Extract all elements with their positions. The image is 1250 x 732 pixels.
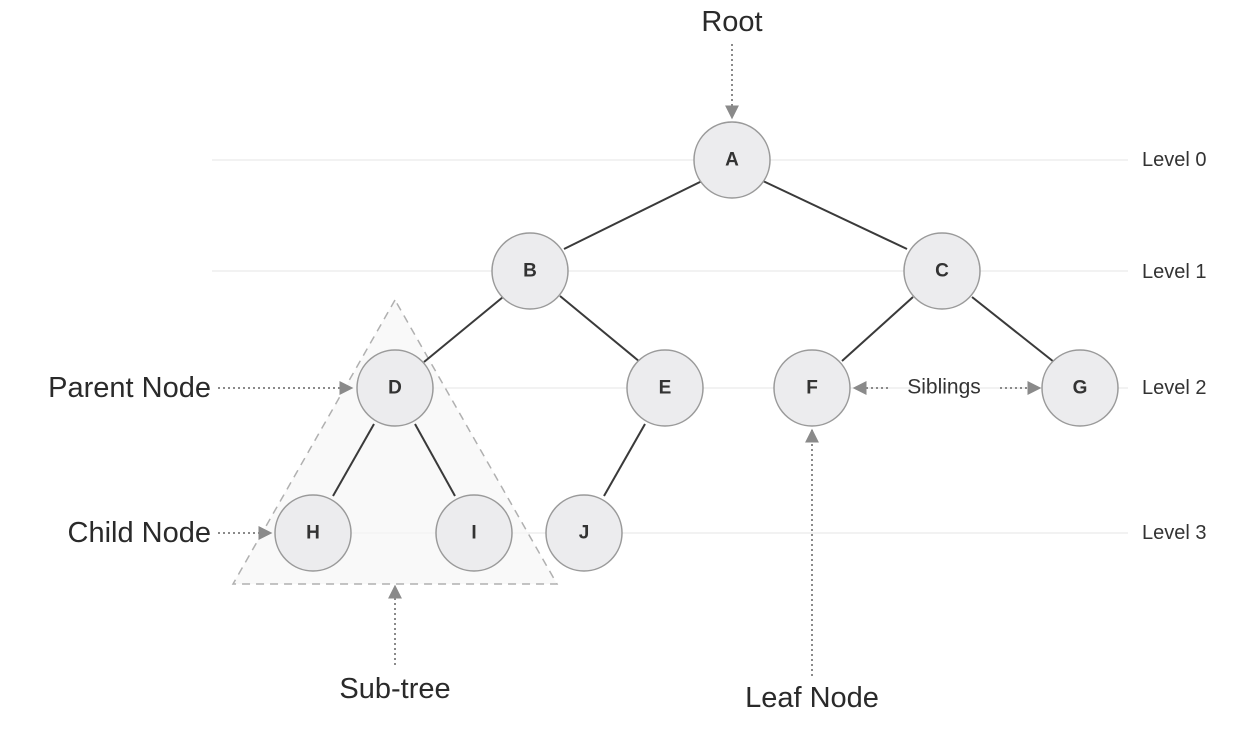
tree-node-I: I (435, 494, 513, 572)
tree-node-D: D (356, 349, 434, 427)
node-label: H (306, 523, 320, 544)
tree-node-B: B (491, 232, 569, 310)
node-circle (545, 494, 623, 572)
node-label: A (725, 150, 739, 171)
edge-D-H (332, 423, 375, 497)
node-circle (274, 494, 352, 572)
node-circle (626, 349, 704, 427)
node-label: D (388, 378, 402, 399)
parent-node-label: Parent Node (48, 372, 211, 404)
root-label: Root (701, 6, 762, 38)
node-circle (356, 349, 434, 427)
tree-node-J: J (545, 494, 623, 572)
tree-node-H: H (274, 494, 352, 572)
node-label: B (523, 261, 537, 282)
node-circle (1041, 349, 1119, 427)
level-label-3: Level 3 (1142, 522, 1207, 544)
node-circle (693, 121, 771, 199)
edge-C-G (971, 296, 1055, 363)
tree-node-F: F (773, 349, 851, 427)
edge-B-D (423, 296, 504, 363)
node-label: J (579, 523, 590, 544)
node-label: C (935, 261, 949, 282)
edge-C-F (841, 296, 914, 362)
edge-B-E (559, 295, 641, 363)
node-label: F (806, 378, 818, 399)
node-label: E (659, 378, 672, 399)
node-circle (491, 232, 569, 310)
level-label-1: Level 1 (1142, 261, 1207, 283)
child-node-label: Child Node (68, 517, 211, 549)
level-label-2: Level 2 (1142, 377, 1207, 399)
siblings-label: Siblings (907, 376, 981, 399)
tree-node-G: G (1041, 349, 1119, 427)
node-circle (903, 232, 981, 310)
node-circle (773, 349, 851, 427)
tree-edges (332, 180, 1055, 497)
level-label-0: Level 0 (1142, 149, 1207, 171)
tree-node-C: C (903, 232, 981, 310)
node-circle (435, 494, 513, 572)
edge-A-B (563, 180, 703, 250)
edge-A-C (762, 180, 908, 250)
sub-tree-label: Sub-tree (339, 673, 450, 705)
leaf-node-label: Leaf Node (745, 682, 879, 714)
tree-node-A: A (693, 121, 771, 199)
edge-E-J (603, 423, 646, 497)
node-label: G (1073, 378, 1088, 399)
node-label: I (471, 523, 476, 544)
edge-D-I (414, 423, 456, 497)
tree-node-E: E (626, 349, 704, 427)
